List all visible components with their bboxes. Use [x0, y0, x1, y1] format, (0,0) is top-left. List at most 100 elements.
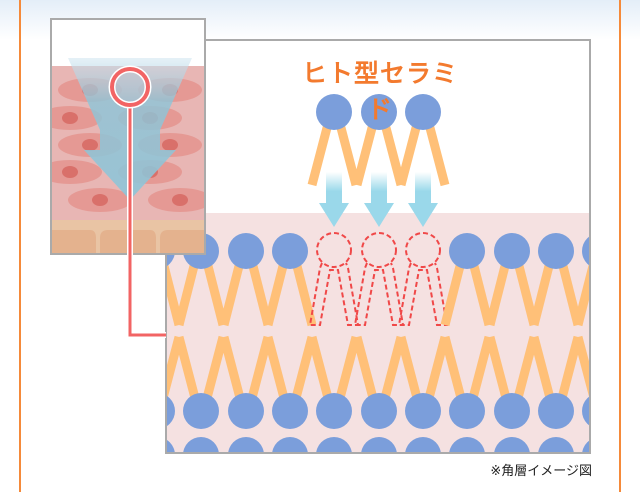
ceramide-tail: [307, 335, 333, 400]
incoming-ceramide: [352, 94, 406, 187]
magnify-callout: [108, 65, 166, 338]
ceramide-tail: [513, 335, 539, 400]
ceramide-molecule: [219, 335, 273, 429]
ceramide-tail: [424, 122, 450, 187]
ceramide-head: [538, 233, 574, 269]
down-arrow-icon: [319, 172, 349, 227]
ceramide-head: [582, 440, 589, 452]
ceramide-molecule: [485, 335, 539, 429]
ceramide-molecule: [529, 233, 583, 327]
ceramide-head: [405, 437, 441, 452]
ceramide-head: [272, 437, 308, 452]
ceramide-tail: [529, 335, 555, 400]
ceramide-tail: [307, 122, 333, 187]
ceramide-tail: [557, 335, 583, 400]
ceramide-head: [449, 233, 485, 269]
diagram-title: ヒト型セラミド: [301, 59, 458, 124]
ceramide-head: [167, 396, 175, 426]
ceramide-tail: [440, 260, 466, 327]
ceramide-head: [316, 437, 352, 452]
frame-left: [19, 0, 21, 492]
ceramide-head: [449, 437, 485, 452]
ceramide-tail: [135, 337, 151, 398]
ceramide-tail: [167, 260, 184, 327]
ceramide-tail: [174, 260, 200, 327]
skin-cell: [52, 106, 102, 130]
ceramide-tail: [380, 335, 406, 400]
ceramide-tail: [557, 260, 583, 327]
ceramide-head: [582, 396, 589, 426]
ceramide-tail: [468, 335, 494, 400]
ceramide-tail: [291, 260, 317, 327]
ceramide-head: [405, 393, 441, 429]
ceramide-head: [316, 94, 352, 130]
ceramide-head: [361, 393, 397, 429]
ceramide-head: [494, 233, 530, 269]
ceramide-molecule: [485, 233, 539, 327]
magnified-view: [135, 39, 591, 454]
ceramide-head: [316, 393, 352, 429]
ceramide-tail: [352, 122, 378, 187]
skin-cell: [52, 160, 102, 184]
ceramide-tail: [573, 335, 589, 397]
ceramide-tail: [440, 335, 466, 400]
incoming-ceramide: [396, 94, 450, 187]
ceramide-molecule: [352, 335, 406, 429]
ceramide-tail: [291, 335, 317, 400]
ceramide-tail: [485, 335, 511, 400]
ceramide-tail: [335, 335, 361, 400]
ceramide-tail: [513, 260, 539, 327]
skin-cell: [68, 188, 132, 212]
diagram-caption: ※角層イメージ図: [490, 464, 592, 479]
ceramide-head: [449, 393, 485, 429]
ceramide-tail: [380, 122, 406, 187]
ceramide-head: [361, 94, 397, 130]
ceramide-head: [167, 440, 175, 452]
ceramide-tail: [396, 122, 422, 187]
ceramide-molecule: [529, 335, 583, 429]
ceramide-molecule: [263, 233, 317, 327]
ceramide-head: [538, 437, 574, 452]
ceramide-molecule: [440, 233, 494, 327]
ceramide-molecule: [135, 335, 184, 426]
ceramide-tail: [219, 260, 245, 327]
ceramide-tail: [352, 335, 378, 400]
ceramide-molecule: [219, 233, 273, 327]
down-arrow-icon: [408, 172, 438, 227]
ceramide-head: [228, 393, 264, 429]
ceramide-head: [582, 236, 589, 266]
ceramide-tail: [529, 260, 555, 327]
frame-right: [619, 0, 621, 492]
ceramide-molecule: [263, 335, 317, 429]
ceramide-tail: [247, 335, 273, 400]
ceramide-tail: [219, 335, 245, 400]
ceramide-head: [272, 233, 308, 269]
ceramide-tail: [263, 260, 289, 327]
ceramide-head: [494, 437, 530, 452]
ceramide-tail: [202, 335, 228, 400]
ceramide-molecule: [396, 335, 450, 429]
incoming-ceramide: [307, 94, 361, 187]
skin-cell: [148, 188, 204, 212]
ceramide-tail: [335, 122, 361, 187]
ceramide-head: [272, 393, 308, 429]
ceramide-head: [183, 437, 219, 452]
missing-ceramide-outline: [353, 232, 405, 326]
ceramide-head: [183, 393, 219, 429]
ceramide-tail: [135, 262, 151, 325]
ceramide-molecule: [573, 335, 589, 426]
ceramide-tail: [485, 260, 511, 327]
ceramide-head: [228, 437, 264, 452]
ceramide-tail: [573, 263, 589, 327]
ceramide-head: [538, 393, 574, 429]
ceramide-tail: [174, 335, 200, 400]
skin-section-inset: [50, 18, 206, 255]
down-arrow-icon: [364, 172, 394, 227]
ceramide-molecule: [174, 335, 228, 429]
ceramide-molecule: [440, 335, 494, 429]
ceramide-tail: [424, 335, 450, 400]
missing-ceramide-outline: [308, 232, 360, 326]
ceramide-molecule: [307, 335, 361, 429]
ceramide-molecule: [573, 236, 589, 327]
